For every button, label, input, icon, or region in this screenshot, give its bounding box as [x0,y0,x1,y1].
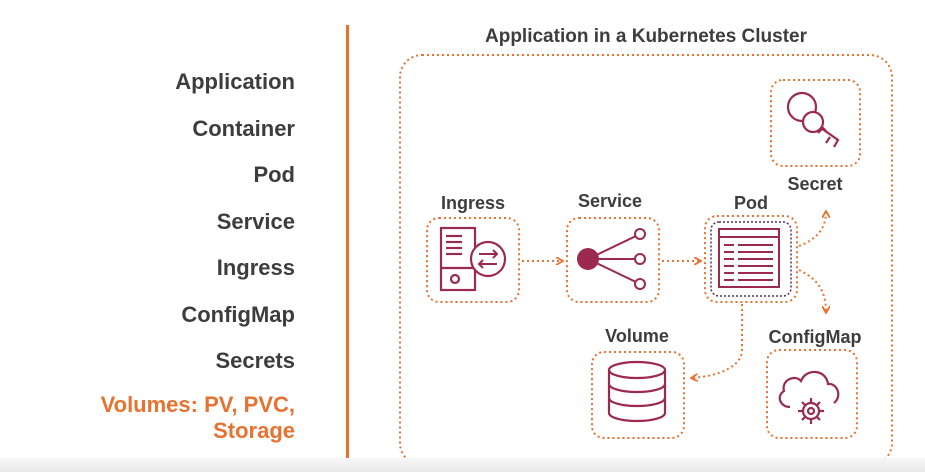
ingress-node [426,217,520,303]
secret-node [770,79,861,167]
topic-volumes-active: Volumes: PV, PVC, Storage [101,392,295,444]
topic-container: Container [192,115,295,141]
topic-service: Service [216,208,295,234]
connectors [522,212,826,378]
service-fanout-icon [577,228,646,290]
topic-ingress: Ingress [216,255,295,280]
swap-arrows-icon [469,240,507,278]
topic-list: Application Container Pod Service Ingres… [101,62,295,444]
pod-node [704,215,798,303]
ingress-label: Ingress [441,193,505,213]
topic-application: Application [175,69,295,94]
connector-pod-volume [692,304,743,378]
volume-node [591,351,685,439]
secret-label: Secret [787,174,842,194]
topic-volumes-line-2: Storage [213,417,295,443]
configmap-label: ConfigMap [769,327,862,347]
topic-secrets: Secrets [215,348,295,373]
keys-icon [786,91,840,148]
configmap-node [766,349,858,439]
service-label: Service [578,191,642,211]
topic-configmap: ConfigMap [181,301,295,327]
topic-volumes-line-1: Volumes: PV, PVC, [100,391,295,417]
document-list-icon [718,228,780,288]
topic-pod: Pod [253,162,295,187]
cloud-gear-icon [778,370,840,424]
connector-pod-secret [798,212,826,247]
pod-label: Pod [734,193,768,213]
service-node [566,217,660,303]
connector-pod-configmap [798,269,826,312]
database-icon [607,360,667,423]
bottom-strip [0,458,925,472]
vertical-divider [346,25,349,472]
diagram-title: Application in a Kubernetes Cluster [485,26,808,47]
server-icon [439,226,477,292]
volume-label: Volume [605,326,669,346]
